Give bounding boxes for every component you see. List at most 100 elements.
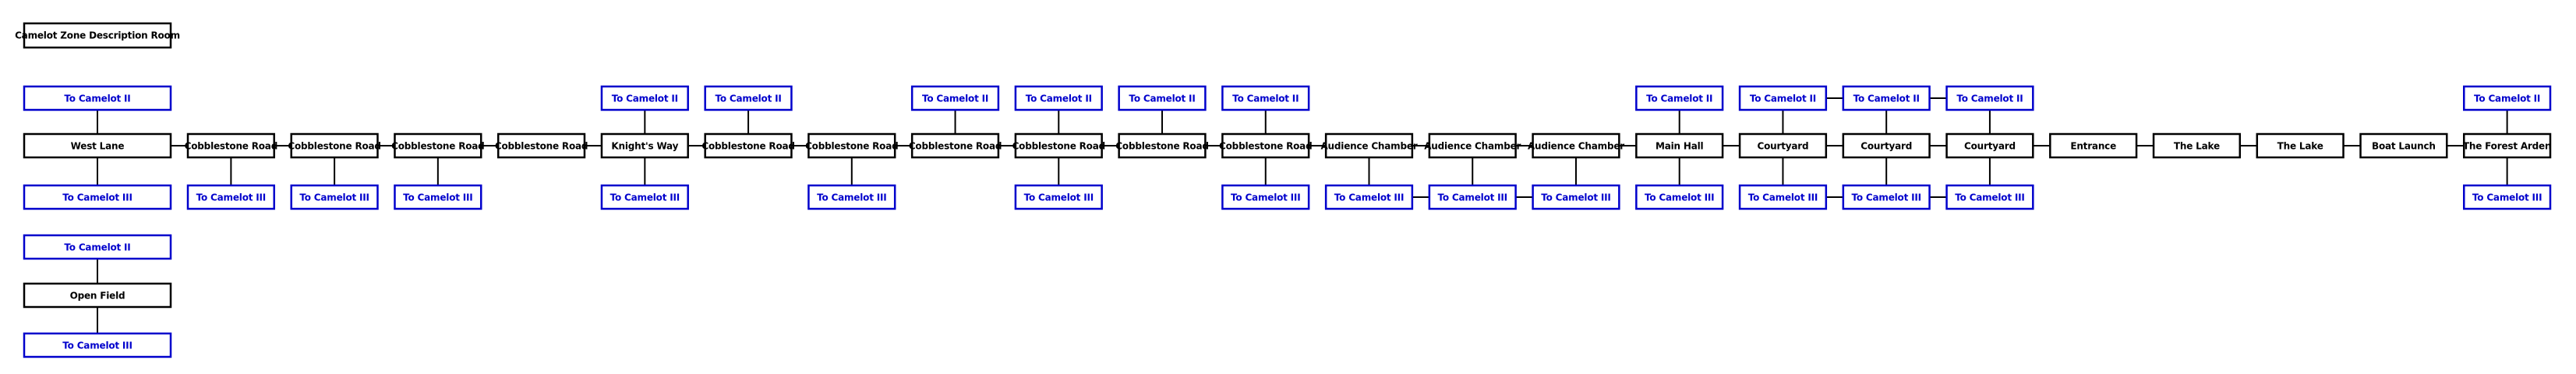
exit-to-camelot-iii[interactable]: To Camelot III	[290, 184, 379, 210]
exit-to-camelot-iii[interactable]: To Camelot III	[186, 184, 275, 210]
room-box[interactable]: Courtyard	[1738, 132, 1828, 159]
exit-to-camelot-iii-frame	[1324, 184, 1414, 210]
exit-to-camelot-iii[interactable]: To Camelot III	[394, 184, 482, 210]
exit-to-camelot-iii-label: To Camelot III	[299, 192, 369, 203]
exit-to-camelot-iii[interactable]: To Camelot III	[1324, 184, 1414, 210]
exit-to-camelot-iii-frame	[186, 184, 275, 210]
rooms-layer: West Lane To Camelot II To Camelot III Cobb…	[23, 85, 2552, 358]
exit-to-camelot-ii-label: To Camelot II	[64, 94, 130, 104]
exit-to-camelot-ii-frame	[600, 85, 689, 111]
exit-to-camelot-ii[interactable]: To Camelot II	[1842, 85, 1931, 111]
room-box[interactable]: Cobblestone Road	[1012, 132, 1105, 159]
room-box[interactable]: Cobblestone Road	[701, 132, 795, 159]
room-box-open-field-frame	[23, 282, 172, 309]
zone-title-box: Camelot Zone Description Room	[15, 22, 180, 49]
exit-to-camelot-ii-frame	[704, 85, 793, 111]
exit-to-camelot-iii[interactable]: To Camelot III	[600, 184, 689, 210]
exit-to-camelot-iii-label: To Camelot III	[1334, 192, 1404, 203]
exit-to-camelot-iii[interactable]: To Camelot III	[1945, 184, 2034, 210]
room-box[interactable]: Audience Chamber	[1424, 132, 1521, 159]
exit-to-camelot-iii[interactable]: To Camelot III	[23, 184, 172, 210]
room-box-label: Boat Launch	[2372, 141, 2436, 152]
room-box-label: Audience Chamber	[1320, 141, 1417, 152]
exit-to-camelot-ii[interactable]: To Camelot II	[23, 234, 172, 260]
exit-to-camelot-ii[interactable]: To Camelot II	[1118, 85, 1207, 111]
exit-to-camelot-ii[interactable]: To Camelot II	[1221, 85, 1310, 111]
room-box-frame	[910, 132, 1000, 159]
exit-to-camelot-iii[interactable]: To Camelot III	[1635, 184, 1724, 210]
exit-to-camelot-iii[interactable]: To Camelot III	[807, 184, 896, 210]
room-box[interactable]: Boat Launch	[2359, 132, 2448, 159]
room-box-label: Cobblestone Road	[495, 141, 588, 152]
room-box[interactable]: Main Hall	[1635, 132, 1724, 159]
exit-to-camelot-ii-label: To Camelot II	[1026, 94, 1092, 104]
exit-to-camelot-ii[interactable]: To Camelot II	[704, 85, 793, 111]
exit-to-camelot-iii-frame	[1842, 184, 1931, 210]
room-box[interactable]: Cobblestone Road	[909, 132, 1002, 159]
exit-to-camelot-iii[interactable]: To Camelot III	[1738, 184, 1828, 210]
exit-to-camelot-iii-frame	[23, 184, 172, 210]
room-box[interactable]: Audience Chamber	[1320, 132, 1418, 159]
room-box-label: Cobblestone Road	[1219, 141, 1312, 152]
room-box[interactable]: West Lane	[23, 132, 172, 159]
room-box[interactable]: Cobblestone Road	[391, 132, 485, 159]
room-box[interactable]: Courtyard	[1842, 132, 1931, 159]
exit-to-camelot-iii-frame	[1014, 184, 1103, 210]
exit-to-camelot-iii[interactable]: To Camelot III	[23, 332, 172, 358]
exit-to-camelot-iii[interactable]: To Camelot III	[2463, 184, 2552, 210]
room-box-label: Cobblestone Road	[391, 141, 484, 152]
exit-to-camelot-ii-label: To Camelot II	[715, 94, 781, 104]
exit-to-camelot-iii[interactable]: To Camelot III	[1842, 184, 1931, 210]
exit-to-camelot-iii[interactable]: To Camelot III	[1221, 184, 1310, 210]
room-box-open-field[interactable]: Open Field	[23, 282, 172, 309]
exit-to-camelot-ii[interactable]: To Camelot II	[23, 85, 172, 111]
room-box[interactable]: Cobblestone Road	[1219, 132, 1313, 159]
room-box[interactable]: The Lake	[2152, 132, 2242, 159]
exit-to-camelot-ii[interactable]: To Camelot II	[600, 85, 689, 111]
room-box[interactable]: Courtyard	[1945, 132, 2034, 159]
exit-to-camelot-ii[interactable]: To Camelot II	[1945, 85, 2034, 111]
room-box-open-field-label: Open Field	[70, 291, 125, 302]
room-box-frame	[1738, 132, 1828, 159]
room-box-label: Entrance	[2070, 141, 2116, 152]
exit-to-camelot-ii[interactable]: To Camelot II	[1635, 85, 1724, 111]
room-box[interactable]: Entrance	[2049, 132, 2138, 159]
exit-to-camelot-ii[interactable]: To Camelot II	[910, 85, 1000, 111]
exit-to-camelot-iii[interactable]: To Camelot III	[1428, 184, 1517, 210]
exit-to-camelot-ii-frame	[23, 85, 172, 111]
exit-to-camelot-iii-label: To Camelot III	[817, 192, 886, 203]
exit-to-camelot-iii-label: To Camelot III	[1748, 192, 1818, 203]
exit-to-camelot-iii[interactable]: To Camelot III	[1532, 184, 1620, 210]
room-box-frame	[394, 132, 482, 159]
room-box-frame	[1635, 132, 1724, 159]
exit-to-camelot-iii-label: To Camelot III	[1851, 192, 1921, 203]
room-box-label: The Forest Arden	[2463, 141, 2551, 152]
room-box[interactable]: The Lake	[2256, 132, 2345, 159]
room-box-label: Audience Chamber	[1424, 141, 1521, 152]
exit-to-camelot-iii-label: To Camelot III	[1438, 192, 1507, 203]
room-box-frame	[2256, 132, 2345, 159]
room-box[interactable]: Cobblestone Road	[288, 132, 381, 159]
room-box-frame	[1324, 132, 1414, 159]
exit-to-camelot-ii[interactable]: To Camelot II	[1738, 85, 1828, 111]
room-box[interactable]: Cobblestone Road	[495, 132, 588, 159]
room-box[interactable]: Audience Chamber	[1528, 132, 1624, 159]
room-box-label: Cobblestone Road	[701, 141, 794, 152]
room-box-frame	[600, 132, 689, 159]
room-box[interactable]: Knight's Way	[600, 132, 689, 159]
exit-to-camelot-ii-label: To Camelot II	[1646, 94, 1712, 104]
exit-to-camelot-iii-frame	[1428, 184, 1517, 210]
exit-to-camelot-ii-label: To Camelot II	[1232, 94, 1299, 104]
room-box-frame	[1221, 132, 1310, 159]
room-box-label: West Lane	[71, 141, 125, 152]
exit-to-camelot-iii[interactable]: To Camelot III	[1014, 184, 1103, 210]
room-box[interactable]: Cobblestone Road	[1115, 132, 1209, 159]
exit-to-camelot-ii[interactable]: To Camelot II	[1014, 85, 1103, 111]
exit-to-camelot-ii[interactable]: To Camelot II	[2463, 85, 2552, 111]
room-box[interactable]: Cobblestone Road	[805, 132, 899, 159]
room-box-label: Cobblestone Road	[288, 141, 380, 152]
exit-to-camelot-ii-label: To Camelot II	[1853, 94, 1920, 104]
room-box-frame	[1118, 132, 1207, 159]
room-box[interactable]: Cobblestone Road	[185, 132, 277, 159]
room-box[interactable]: The Forest Arden	[2463, 132, 2552, 159]
